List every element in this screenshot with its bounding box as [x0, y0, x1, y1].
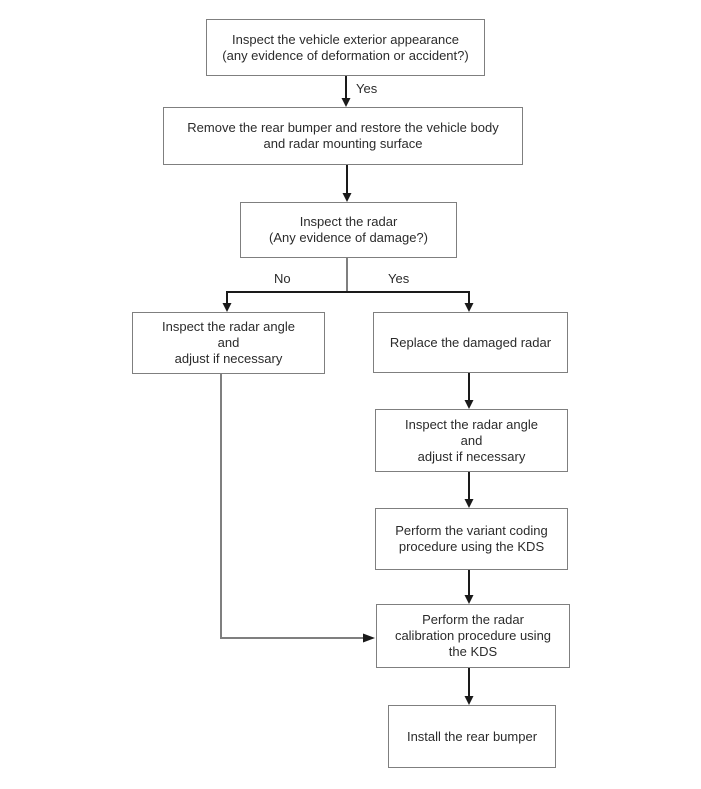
node-inspect-radar-angle-right: Inspect the radar angle and adjust if ne…: [375, 409, 568, 472]
arrow-variant-to-calibration-head: [464, 595, 474, 604]
node-text-line: Perform the variant coding: [395, 523, 548, 538]
node-text-line: procedure using the KDS: [398, 539, 545, 554]
arrow-remove-to-inspect-radar-head: [342, 193, 352, 202]
node-inspect-radar: Inspect the radar (Any evidence of damag…: [240, 202, 457, 258]
edge-label-no-branch: No: [274, 271, 291, 286]
node-text-line: and: [460, 432, 483, 448]
node-text-line: Inspect the radar angle: [405, 416, 538, 432]
node-text-line: the KDS: [448, 644, 498, 659]
node-variant-coding: Perform the variant coding procedure usi…: [375, 508, 568, 570]
node-text-line: Inspect the radar angle: [162, 319, 295, 334]
node-inspect-exterior: Inspect the vehicle exterior appearance …: [206, 19, 485, 76]
node-text-line: Inspect the vehicle exterior appearance: [232, 31, 459, 47]
node-install-rear-bumper: Install the rear bumper: [388, 705, 556, 768]
feed-left-arrow-head: [363, 633, 375, 643]
node-text-line: and radar mounting surface: [263, 136, 423, 151]
node-replace-damaged-radar: Replace the damaged radar: [373, 312, 568, 373]
node-text-line: Remove the rear bumper and restore the v…: [187, 120, 499, 135]
node-text-line: Install the rear bumper: [406, 728, 538, 744]
node-text-line: (Any evidence of damage?): [269, 230, 428, 245]
node-remove-rear-bumper: Remove the rear bumper and restore the v…: [163, 107, 523, 165]
node-inspect-radar-angle-left: Inspect the radar angle and adjust if ne…: [132, 312, 325, 374]
node-text-line: Perform the radar: [422, 612, 524, 627]
arrow-calibration-to-install-head: [464, 696, 474, 705]
node-text-line: Inspect the radar: [299, 214, 398, 229]
edge-label-yes-branch: Yes: [388, 271, 410, 286]
node-text-line: adjust if necessary: [417, 448, 526, 464]
node-radar-calibration: Perform the radar calibration procedure …: [376, 604, 570, 668]
node-text-line: calibration procedure using: [394, 628, 552, 643]
node-text-line: Replace the damaged radar: [389, 334, 552, 350]
edge-label-yes-top: Yes: [356, 81, 378, 96]
arrow-replace-to-angle-head: [464, 400, 474, 409]
arrow-angle-to-variant-head: [464, 499, 474, 508]
node-text-line: adjust if necessary: [174, 351, 283, 366]
branch-no-arrow-head: [222, 303, 232, 312]
node-text-line: (any evidence of deformation or accident…: [222, 47, 469, 63]
node-text-line: and: [217, 335, 240, 350]
arrow-exterior-to-remove-head: [341, 98, 351, 107]
branch-yes-arrow-head: [464, 303, 474, 312]
